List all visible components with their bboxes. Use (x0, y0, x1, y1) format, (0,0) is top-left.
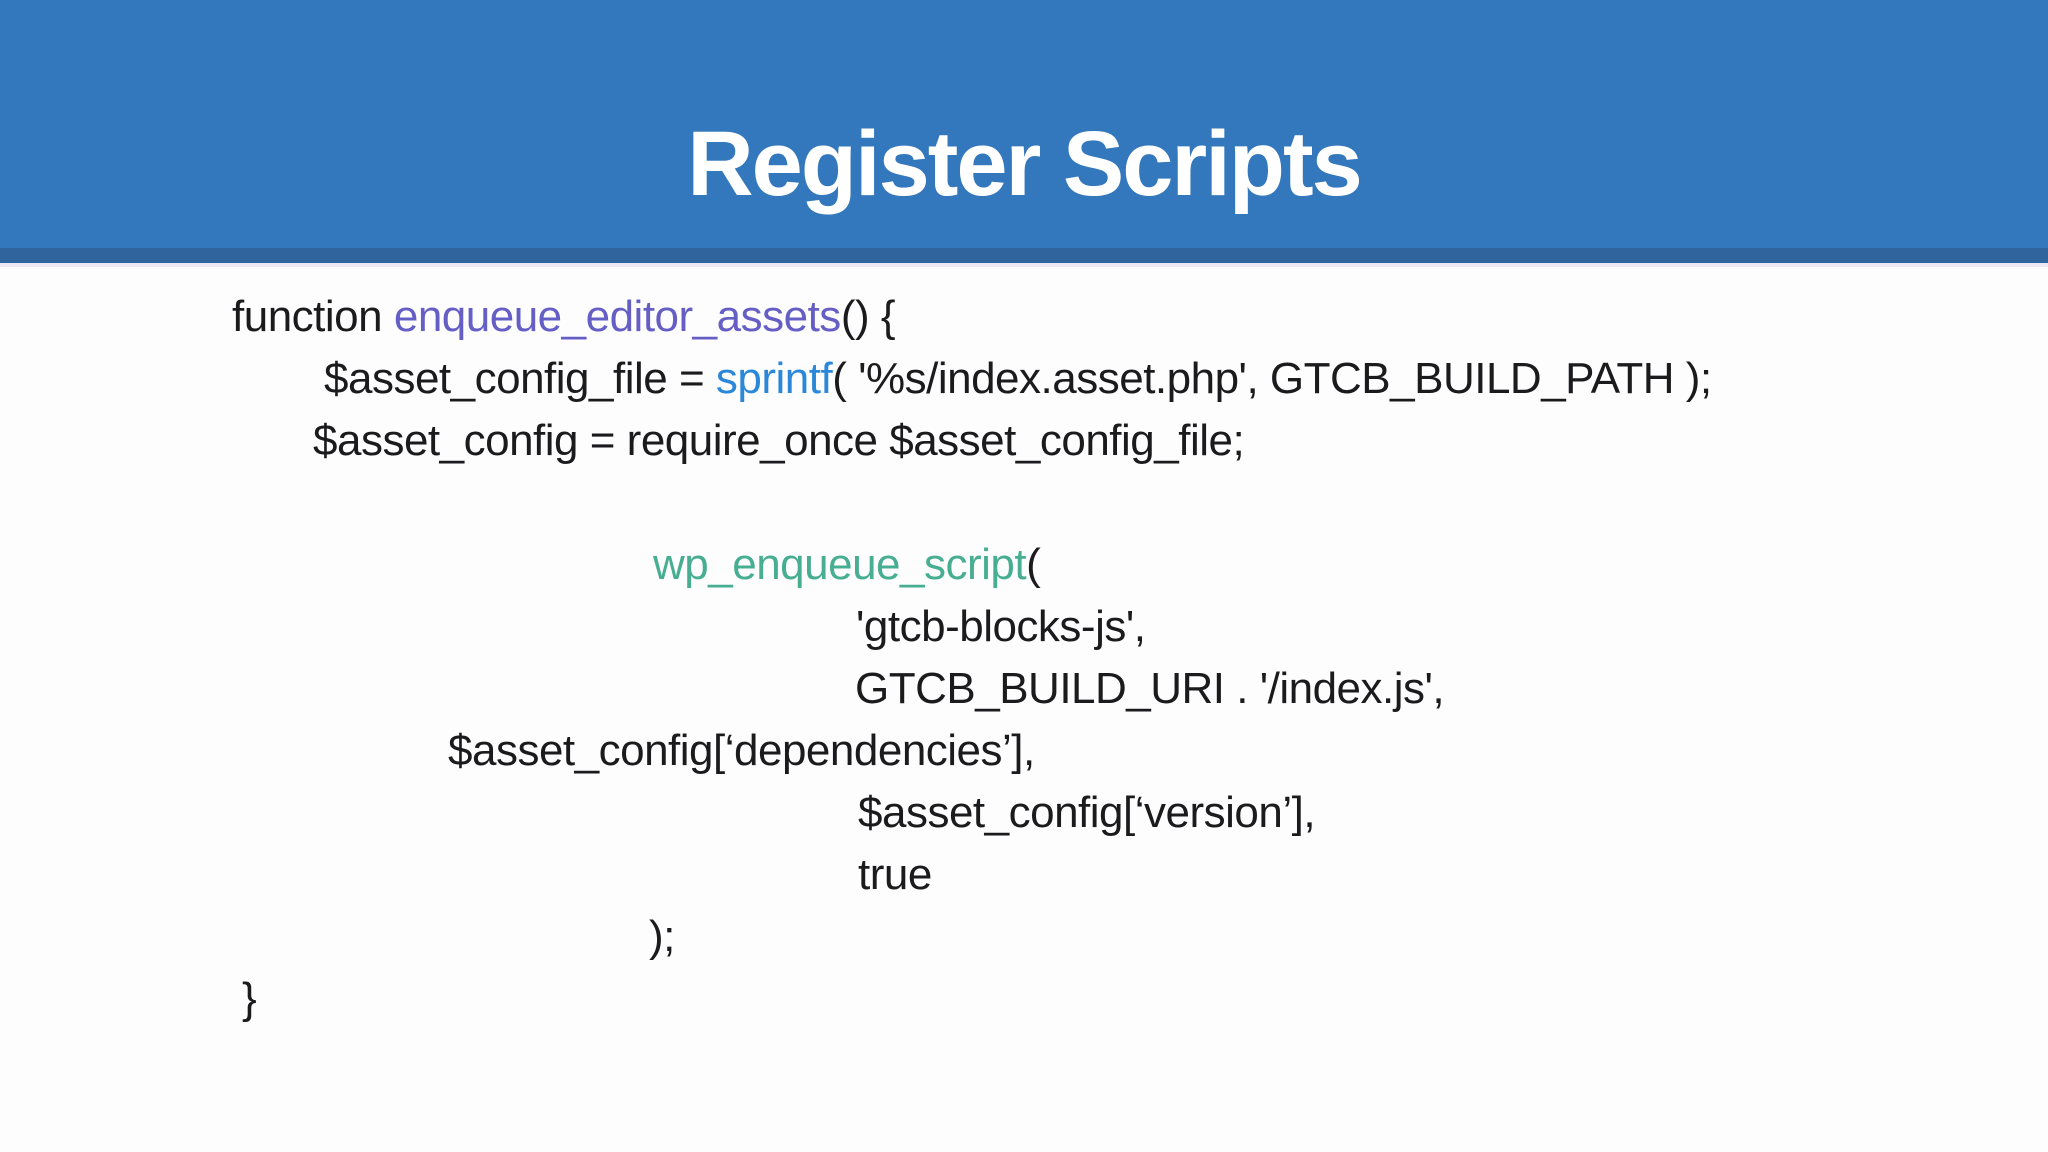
code-token: sprintf (715, 354, 833, 403)
code-token: $asset_config = require_once $asset_conf… (313, 416, 1245, 465)
code-line: $asset_config = require_once $asset_conf… (0, 410, 2048, 472)
code-line: wp_enqueue_script( (0, 534, 2048, 596)
code-token: $asset_config[‘version’], (858, 788, 1316, 837)
code-token: enqueue_editor_assets (393, 292, 841, 341)
code-token: $asset_config_file = (324, 354, 716, 403)
page-title: Register Scripts (687, 113, 1363, 215)
code-token: 'gtcb-blocks-js', (856, 602, 1146, 651)
code-line: $asset_config[‘version’], (0, 782, 2048, 844)
code-block: function enqueue_editor_assets() {$asset… (0, 286, 2048, 1030)
code-line: GTCB_BUILD_URI . '/index.js', (0, 658, 2048, 720)
code-token: function (232, 292, 394, 341)
code-line: ); (0, 906, 2048, 968)
code-token: wp_enqueue_script (653, 540, 1027, 589)
code-token: ( (1026, 540, 1041, 589)
header-light-divider (0, 263, 2048, 267)
code-line: $asset_config_file = sprintf( '%s/index.… (0, 348, 2048, 410)
code-line: 'gtcb-blocks-js', (0, 596, 2048, 658)
code-token: GTCB_BUILD_URI . '/index.js', (855, 664, 1445, 713)
code-token: ); (649, 912, 675, 961)
slide-header: Register Scripts (0, 0, 2048, 248)
code-token: ( '%s/index.asset.php', GTCB_BUILD_PATH … (832, 354, 1712, 403)
code-token: $asset_config[‘dependencies’], (448, 726, 1035, 775)
code-line: true (0, 844, 2048, 906)
code-token: true (858, 850, 932, 899)
code-line (0, 472, 2048, 534)
code-token: () { (840, 292, 896, 341)
code-token: } (242, 974, 257, 1023)
code-line: $asset_config[‘dependencies’], (0, 720, 2048, 782)
code-line: } (0, 968, 2048, 1030)
header-stripe-divider (0, 248, 2048, 263)
code-line: function enqueue_editor_assets() { (0, 286, 2048, 348)
